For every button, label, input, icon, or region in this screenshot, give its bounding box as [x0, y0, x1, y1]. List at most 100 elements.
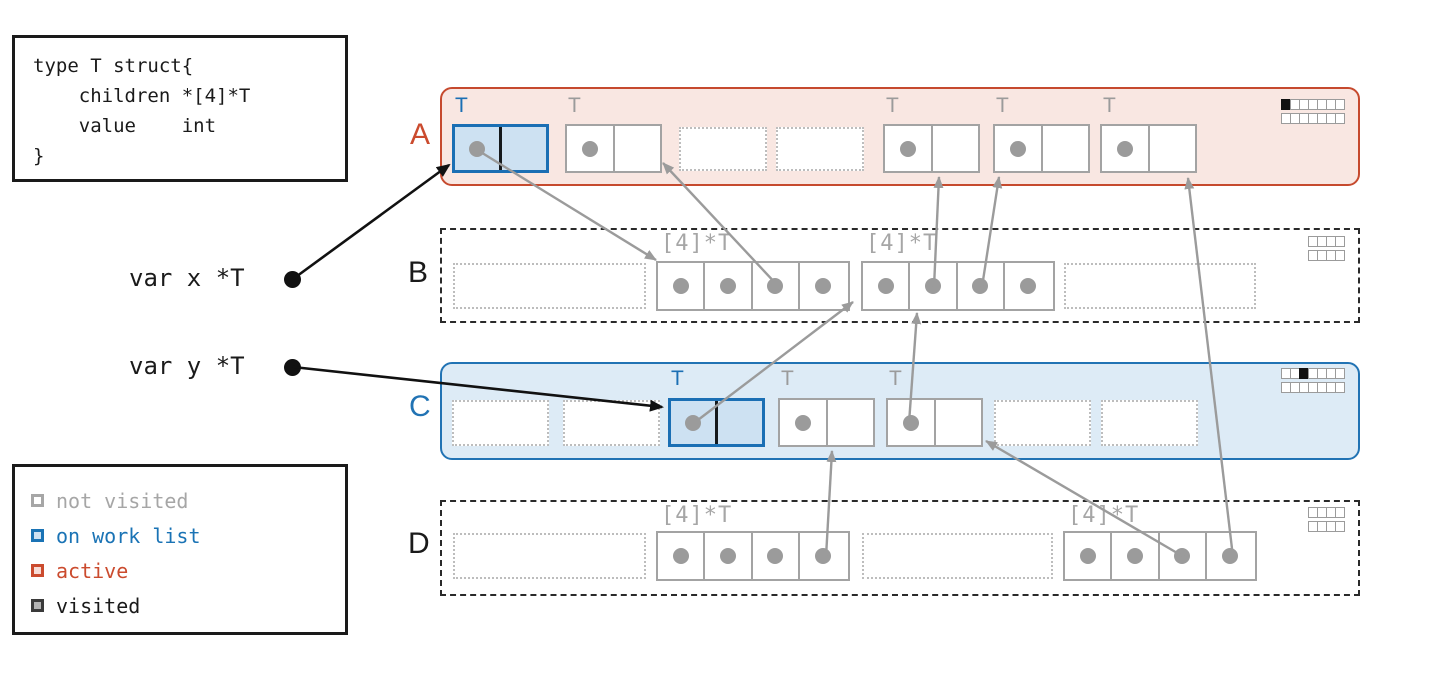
pointer-dot: [877, 278, 894, 294]
bitmap-bit-clear: [1335, 507, 1345, 518]
type-label: T: [455, 94, 468, 117]
legend-item-on-work-list: on work list: [31, 518, 345, 553]
bitmap-bit-clear: [1335, 382, 1345, 393]
type-label: T: [671, 367, 684, 390]
on-work-list-swatch: [31, 529, 44, 542]
allocation-bitmap-b: [1308, 236, 1345, 264]
pointer-dot: [815, 548, 832, 564]
region-b-label: B: [408, 256, 429, 289]
value-cell: [718, 401, 762, 444]
pointer-dot: [815, 278, 832, 294]
legend-label: visited: [56, 593, 141, 618]
value-cell: [1150, 126, 1196, 171]
children-pointer-dot: [1009, 140, 1026, 157]
var-x-pointer-dot: [284, 271, 301, 288]
pointer-dot: [767, 548, 784, 564]
type-label: T: [1103, 94, 1116, 117]
field-divider: [612, 126, 615, 171]
var-y-pointer-dot: [284, 359, 301, 376]
value-cell: [936, 400, 982, 445]
free-slot: [679, 127, 767, 171]
type-label: T: [889, 367, 902, 390]
array-type-label: [4]*T: [661, 231, 733, 256]
pointer-dot: [1222, 548, 1239, 564]
allocation-bitmap-a: [1281, 99, 1345, 127]
free-slot: [563, 400, 660, 446]
value-cell: [1043, 126, 1089, 171]
type-definition-box: type T struct{ children *[4]*T value int…: [12, 35, 348, 182]
children-pointer-dot: [581, 140, 598, 157]
pointer-dot: [672, 548, 689, 564]
legend-label: on work list: [56, 523, 201, 548]
field-divider: [1040, 126, 1043, 171]
type-label: T: [996, 94, 1009, 117]
children-pointer-dot: [469, 140, 486, 157]
object-a2: [565, 124, 662, 173]
type-label: T: [886, 94, 899, 117]
legend-label: not visited: [56, 488, 189, 513]
children-pointer-dot: [794, 414, 811, 431]
pointer-dot: [972, 278, 989, 294]
not-visited-swatch: [31, 494, 44, 507]
bitmap-bit-clear: [1335, 236, 1345, 247]
pointer-dot: [767, 278, 784, 294]
free-slot: [453, 263, 646, 309]
visited-swatch: [31, 599, 44, 612]
region-a-label: A: [410, 118, 431, 151]
bitmap-bit-clear: [1335, 250, 1345, 261]
children-pointer-dot: [899, 140, 916, 157]
object-a1-on-work-list: [452, 124, 549, 173]
object-a7: [1100, 124, 1197, 173]
pointer-dot: [1020, 278, 1037, 294]
bitmap-bit-clear: [1335, 368, 1345, 379]
legend-item-not-visited: not visited: [31, 483, 345, 518]
array-type-label: [4]*T: [661, 503, 733, 528]
pointer-dot: [719, 548, 736, 564]
bitmap-bit-clear: [1335, 521, 1345, 532]
value-cell: [502, 127, 546, 170]
children-pointer-dot: [902, 414, 919, 431]
free-slot: [453, 533, 646, 579]
field-divider: [499, 127, 502, 170]
object-c3: [886, 398, 983, 447]
pointer-dot: [1079, 548, 1096, 564]
free-slot: [1101, 400, 1198, 446]
object-a5: [883, 124, 980, 173]
legend-item-active: active: [31, 553, 345, 588]
region-d-label: D: [408, 527, 430, 560]
type-label: T: [568, 94, 581, 117]
legend-item-visited: visited: [31, 588, 345, 623]
var-x-label: var x *T: [129, 264, 245, 292]
pointer-dot: [672, 278, 689, 294]
field-divider: [1147, 126, 1150, 171]
array-b1: [656, 261, 850, 311]
free-slot: [862, 533, 1053, 579]
value-cell: [828, 400, 874, 445]
field-divider: [933, 400, 936, 445]
array-d1: [656, 531, 850, 581]
free-slot: [776, 127, 864, 171]
array-d2: [1063, 531, 1257, 581]
free-slot: [1064, 263, 1256, 309]
free-slot: [452, 400, 549, 446]
object-c1-on-work-list: [668, 398, 765, 447]
children-pointer-dot: [1116, 140, 1133, 157]
pointer-dot: [1126, 548, 1143, 564]
field-divider: [930, 126, 933, 171]
pointer-dot: [719, 278, 736, 294]
children-pointer-dot: [685, 414, 702, 431]
array-type-label: [4]*T: [866, 231, 938, 256]
value-cell: [615, 126, 661, 171]
pointer-dot: [1174, 548, 1191, 564]
object-a6: [993, 124, 1090, 173]
array-b2: [861, 261, 1055, 311]
allocation-bitmap-c: [1281, 368, 1345, 396]
pointer-dot: [924, 278, 941, 294]
type-label: T: [781, 367, 794, 390]
allocation-bitmap-d: [1308, 507, 1345, 535]
object-c2: [778, 398, 875, 447]
region-c-label: C: [409, 390, 431, 423]
bitmap-bit-clear: [1335, 113, 1345, 124]
var-y-label: var y *T: [129, 352, 245, 380]
